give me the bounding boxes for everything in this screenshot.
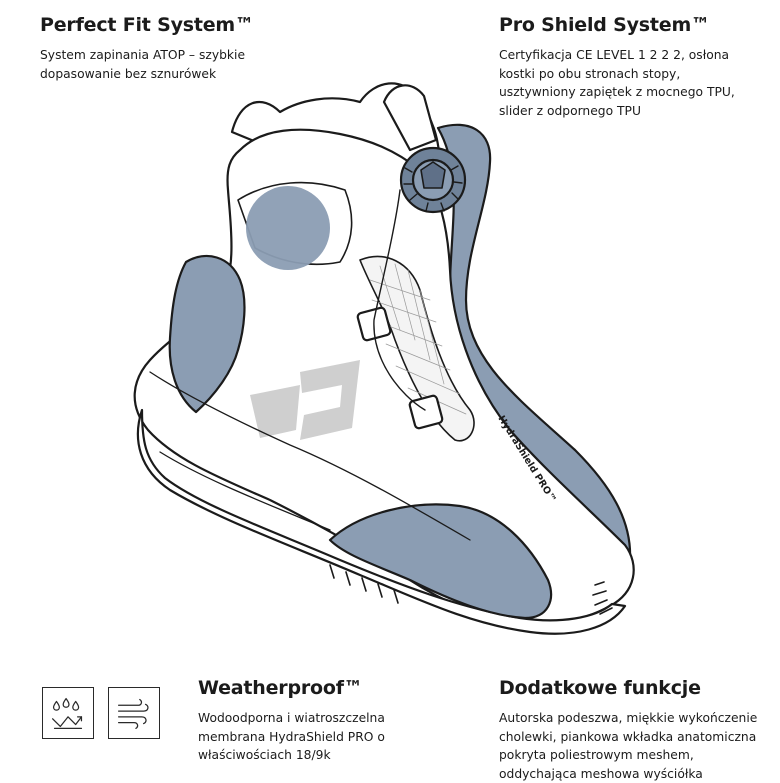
- strap-lower: [408, 394, 444, 430]
- feature-weatherproof: Weatherproof™ Wodoodporna i wiatroszczel…: [198, 677, 428, 765]
- sole: [136, 408, 627, 635]
- feature-description: System zapinania ATOP – szybkie dopasowa…: [40, 48, 246, 81]
- feature-description: Certyfikacja CE LEVEL 1 2 2 2, osłona ko…: [499, 48, 735, 118]
- feature-description: Wodoodporna i wiatroszczelna membrana Hy…: [198, 711, 385, 762]
- ankle-protector: [246, 186, 330, 270]
- feature-pro-shield: Pro Shield System™ Certyfikacja CE LEVEL…: [499, 14, 759, 120]
- feature-title: Perfect Fit System™: [40, 14, 254, 36]
- toe-cap: [328, 503, 553, 620]
- mesh-zone: [359, 255, 475, 442]
- water-drops-icon: [42, 687, 94, 739]
- feature-title: Pro Shield System™: [499, 14, 710, 36]
- feature-title: Weatherproof™: [198, 677, 363, 699]
- boot-illustration: HydraShield PRO™: [133, 82, 635, 635]
- feature-title: Dodatkowe funkcje: [499, 677, 701, 699]
- brand-logo: [250, 360, 360, 440]
- feature-additional: Dodatkowe funkcje Autorska podeszwa, mię…: [499, 677, 769, 783]
- feature-perfect-fit: Perfect Fit System™ System zapinania ATO…: [40, 14, 300, 83]
- ankle-panel: [168, 254, 246, 414]
- pull-tab: [382, 84, 438, 152]
- wind-icon: [108, 687, 160, 739]
- feature-description: Autorska podeszwa, miękkie wykończenie c…: [499, 711, 758, 781]
